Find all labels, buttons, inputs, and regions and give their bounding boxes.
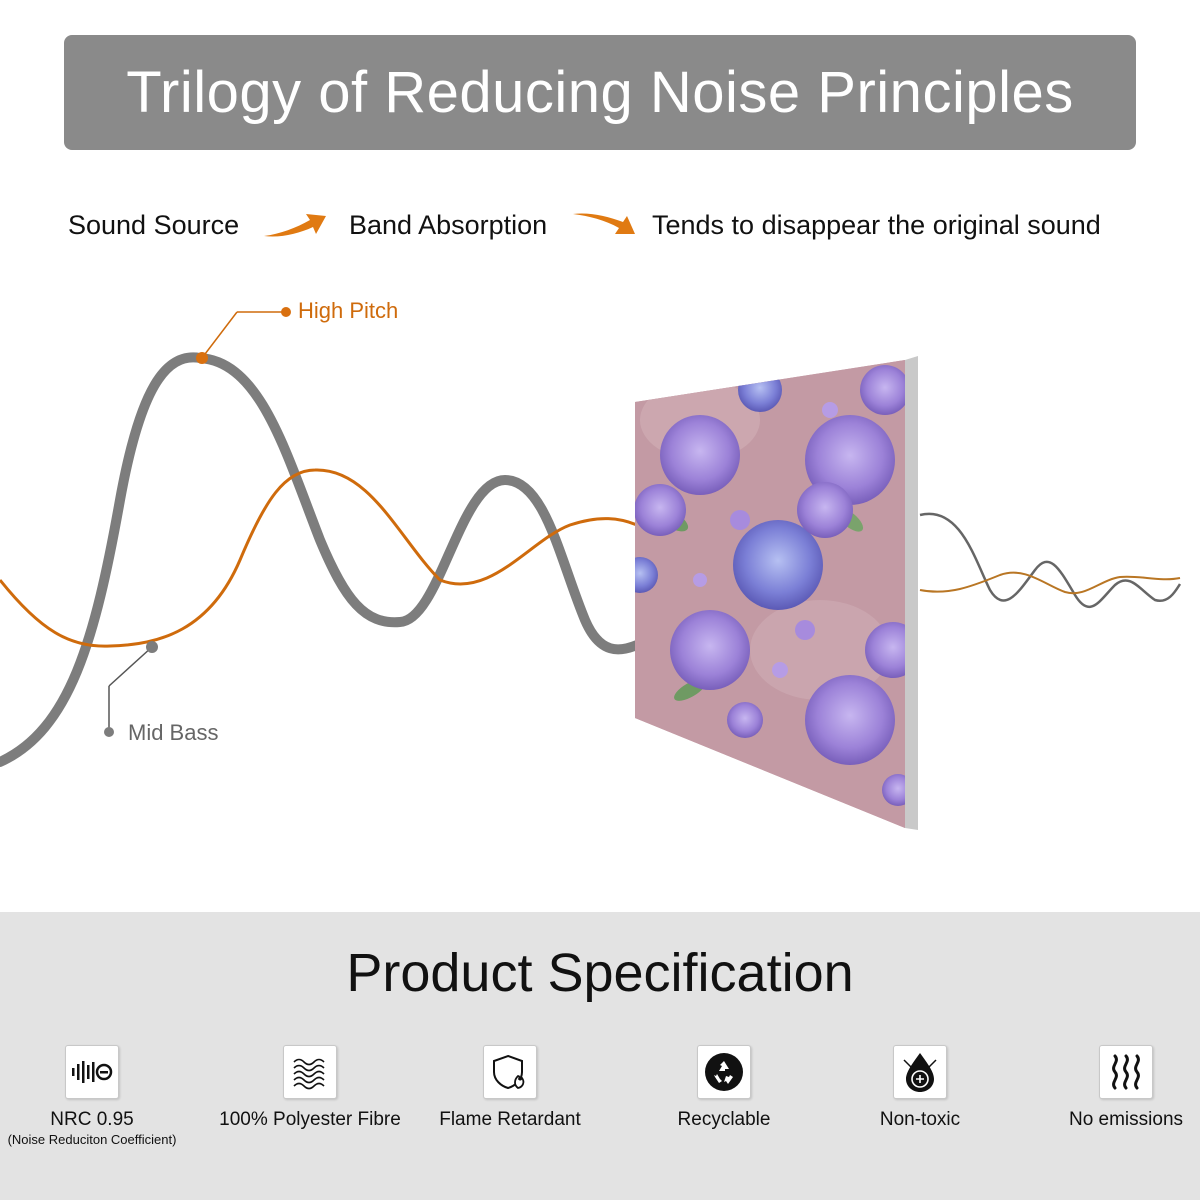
mid-bass-wave-residual	[919, 512, 1182, 609]
flow-step-band-absorption: Band Absorption	[349, 210, 548, 240]
mid-bass-wave	[0, 352, 642, 767]
flow-arrow-icon	[573, 213, 635, 234]
steam-icon	[1099, 1045, 1153, 1099]
sound-wave-icon	[65, 1045, 119, 1099]
spec-label: Non-toxic	[879, 1109, 961, 1130]
spec-label: 100% Polyester Fibre	[219, 1109, 401, 1130]
page-title: Trilogy of Reducing Noise Principles	[126, 60, 1074, 125]
spec-label: No emissions	[1068, 1109, 1184, 1130]
flow-step-sound-source: Sound Source	[68, 210, 240, 240]
title-banner: Trilogy of Reducing Noise Principles	[64, 35, 1136, 150]
noise-reduction-diagram	[0, 307, 1182, 830]
spec-label: Recyclable	[677, 1109, 771, 1130]
high-pitch-label: High Pitch	[298, 298, 399, 323]
mid-bass-marker	[146, 641, 158, 653]
spec-item-nrc: NRC 0.95 (Noise Reduciton Coefficient)	[0, 1045, 192, 1147]
leaf-drop-icon	[893, 1045, 947, 1099]
shield-flame-icon	[483, 1045, 537, 1099]
spec-section: Product Specification NRC 0.95 (Noise Re…	[0, 912, 1200, 1200]
acoustic-panel	[635, 356, 918, 830]
flow-step-result: Tends to disappear the original sound	[652, 210, 1101, 240]
high-pitch-marker	[196, 352, 208, 364]
high-pitch-wave	[0, 468, 638, 648]
recycle-icon	[697, 1045, 751, 1099]
mid-bass-label: Mid Bass	[128, 720, 219, 745]
spec-title: Product Specification	[346, 943, 854, 1003]
spec-item-flame: Flame Retardant	[410, 1045, 610, 1131]
spec-item-nontoxic: Non-toxic	[820, 1045, 1020, 1131]
waves-icon	[283, 1045, 337, 1099]
spec-item-no-emissions: No emissions	[1026, 1045, 1200, 1131]
flow-arrow-icon	[264, 214, 326, 237]
spec-item-recyclable: Recyclable	[624, 1045, 824, 1131]
spec-label: NRC 0.95	[50, 1109, 134, 1130]
spec-item-polyester: 100% Polyester Fibre	[210, 1045, 410, 1131]
spec-label: Flame Retardant	[439, 1109, 581, 1130]
high-pitch-wave-residual	[919, 571, 1181, 595]
spec-sublabel: (Noise Reduciton Coefficient)	[7, 1132, 177, 1147]
